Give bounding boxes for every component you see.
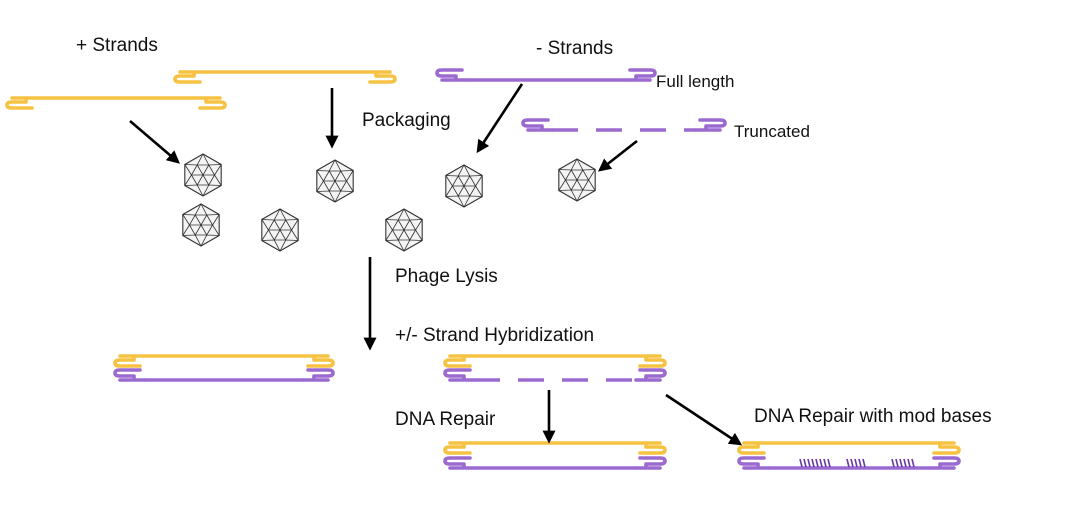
repaired-plus (443, 441, 667, 455)
hairpin-end-icon (928, 441, 961, 455)
packaging-label: Packaging (362, 110, 451, 131)
mod-base-mark (850, 458, 854, 468)
modified-bases (846, 458, 866, 468)
mod-base-mark (907, 458, 911, 468)
hairpin-end-icon (302, 368, 335, 382)
hairpin-end-icon (634, 441, 667, 455)
mod-base-mark (891, 458, 895, 468)
arrow-plus-strand-to-capsid (129, 120, 180, 164)
dna-repair-mod-label: DNA Repair with mod bases (754, 406, 992, 427)
hairpin-end-icon (435, 68, 468, 82)
dna-repair-label: DNA Repair (395, 409, 496, 430)
hairpin-end-icon (634, 354, 667, 368)
truncated-label: Truncated (734, 122, 810, 141)
plus-strands-label: + Strands (76, 35, 158, 56)
mod-base-mark (911, 458, 915, 468)
hybrid-middle-minus (443, 368, 667, 382)
phage-lysis-label: Phage Lysis (395, 266, 498, 287)
repaired-mod-minus (737, 456, 961, 470)
mod-base-mark (819, 458, 823, 468)
hairpin-end-icon (443, 456, 476, 470)
hybrid-left-plus (113, 354, 335, 368)
icosahedral-phage-capsid-icon (445, 164, 483, 208)
dna-strands (5, 68, 961, 470)
hairpin-end-icon (928, 456, 961, 470)
mod-base-mark (854, 458, 858, 468)
hairpin-end-icon (194, 96, 227, 110)
icosahedral-phage-capsid-icon (184, 153, 222, 197)
arrow-minus-strand-to-capsid (476, 83, 524, 154)
repaired-minus (443, 456, 667, 470)
mod-base-mark (823, 458, 827, 468)
hairpin-end-icon (737, 441, 770, 455)
mod-base-mark (815, 458, 819, 468)
hairpin-end-icon (737, 456, 770, 470)
arrows (129, 83, 743, 446)
hairpin-end-icon (113, 354, 146, 368)
full-length-label: Full length (656, 72, 734, 91)
plus-strand-1 (173, 70, 397, 84)
hairpin-end-icon (521, 118, 554, 132)
hairpin-end-icon (694, 118, 727, 132)
modified-bases (799, 458, 831, 468)
icosahedral-phage-capsid-icon (261, 208, 299, 252)
hairpin-end-icon (113, 368, 146, 382)
arrow-truncated-to-capsid (597, 139, 638, 172)
hairpin-end-icon (634, 368, 667, 382)
mod-base-mark (858, 458, 862, 468)
hairpin-end-icon (624, 68, 657, 82)
hairpin-end-icon (443, 354, 476, 368)
icosahedral-phage-capsid-icon (385, 208, 423, 252)
repaired-mod-plus (737, 441, 961, 455)
modified-bases (891, 458, 915, 468)
mod-base-mark (862, 458, 866, 468)
mod-base-mark (903, 458, 907, 468)
hairpin-end-icon (302, 354, 335, 368)
hairpin-end-icon (364, 70, 397, 84)
mod-base-mark (807, 458, 811, 468)
minus-strands-label: - Strands (536, 38, 613, 59)
mod-base-mark (803, 458, 807, 468)
minus-strand-full-length (435, 68, 657, 82)
arrow-dna-repair-mod (665, 393, 743, 446)
hairpin-end-icon (634, 456, 667, 470)
icosahedral-phage-capsid-icon (182, 203, 220, 247)
mod-base-mark (811, 458, 815, 468)
hairpin-end-icon (173, 70, 206, 84)
mod-base-mark (799, 458, 803, 468)
hybridization-label: +/- Strand Hybridization (395, 325, 594, 346)
minus-strand-truncated (521, 118, 727, 132)
hairpin-end-icon (443, 368, 476, 382)
mod-base-mark (846, 458, 850, 468)
mod-base-mark (827, 458, 831, 468)
hybrid-left-minus (113, 368, 335, 382)
hybrid-middle-plus (443, 354, 667, 368)
hairpin-end-icon (5, 96, 38, 110)
icosahedral-phage-capsid-icon (558, 158, 596, 202)
hairpin-end-icon (443, 441, 476, 455)
icosahedral-phage-capsid-icon (316, 159, 354, 203)
phage-capsids (182, 153, 596, 252)
mod-base-mark (895, 458, 899, 468)
plus-strand-2 (5, 96, 227, 110)
mod-base-mark (899, 458, 903, 468)
